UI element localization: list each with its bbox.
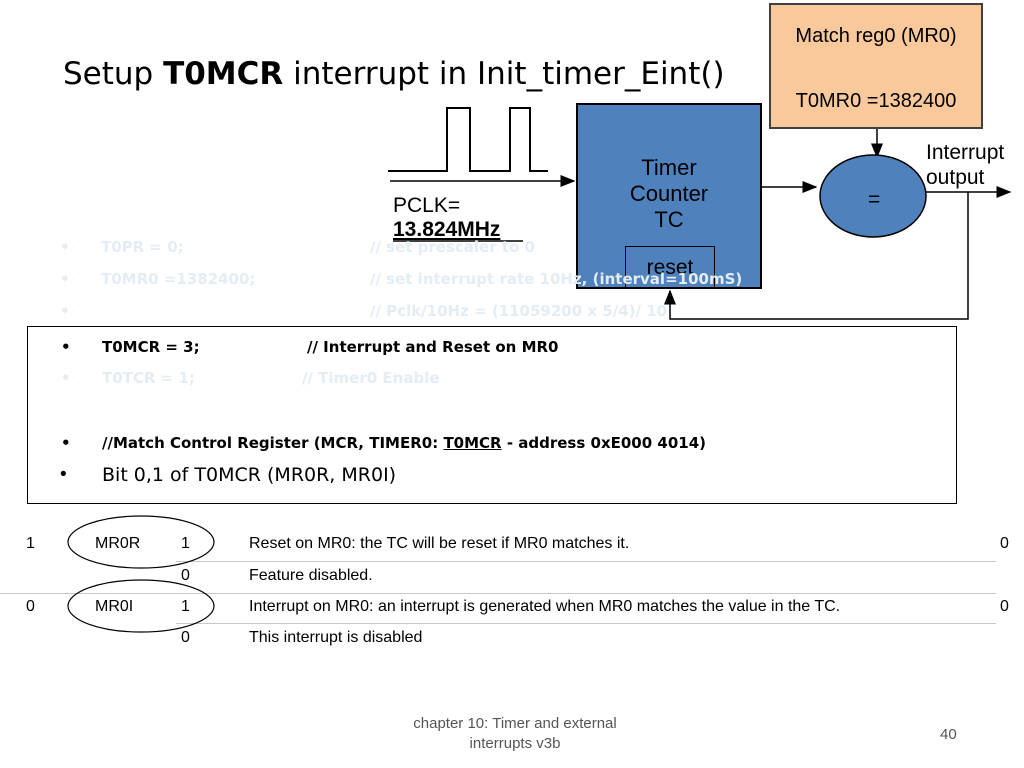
faded-line-1: • [60,238,70,256]
table-row-4-value: 0 [181,629,190,646]
table-row-3-value: 1 [181,598,190,615]
faded-line-1-code: T0PR = 0; [101,238,184,256]
code-bullet-2: • [61,369,71,387]
title-bold: T0MCR [163,56,284,92]
code-line-2-code: T0TCR = 1; [102,369,195,387]
table-row-1-symbol: MR0R [95,535,141,552]
pclk-frequency: 13.824MHz [393,218,501,241]
faded-line-2-code: T0MR0 =1382400; [101,270,256,288]
interrupt-label-line2: output [926,166,985,189]
pclk-label-text: PCLK= [393,194,461,217]
timer-counter-label: Timer Counter TC [578,155,760,233]
slide-title: Setup T0MCR interrupt in Init_timer_Eint… [63,56,725,92]
table-row-2-description: Feature disabled. [249,567,373,584]
table-row-3-bit: 0 [26,598,35,615]
slide-footer: chapter 10: Timer and external interrupt… [380,714,650,754]
table-row-3-reset: 0 [1000,598,1009,615]
mcr-description-prefix: //Match Control Register (MCR, TIMER0: [102,434,444,452]
code-line-1-comment: // Interrupt and Reset on MR0 [307,338,559,356]
timer-counter-box: Timer Counter TC reset [576,103,762,289]
faded-line-3-comment: // Pclk/10Hz = (11059200 x 5/4)/ 10 [370,302,668,320]
comparator-symbol: = [868,188,881,211]
table-row-2-value: 0 [181,567,190,584]
faded-line-3: • [60,302,70,320]
faded-line-1-comment: // set prescaler to 0 [370,238,535,256]
interrupt-label-line1: Interrupt [926,141,1005,164]
timer-label-line3: TC [654,207,684,232]
code-line-2-comment: // Timer0 Enable [302,369,440,387]
footer-line1: chapter 10: Timer and external [413,715,617,732]
match-register-value: T0MR0 =1382400 [795,90,957,112]
code-bullet-1: • [61,338,71,356]
table-row-3-symbol: MR0I [95,598,134,615]
pclk-label: PCLK= 13.824MHz [393,194,500,242]
comparator-ellipse [819,154,927,238]
code-line-4: Bit 0,1 of T0MCR (MR0R, MR0I) [102,464,397,486]
mr0r-highlight-circle [67,515,215,569]
table-row-3-description: Interrupt on MR0: an interrupt is genera… [249,598,841,615]
reset-input-box: reset [625,246,715,288]
page-number: 40 [940,726,957,743]
code-box: • T0MCR = 3; // Interrupt and Reset on M… [27,326,957,504]
mcr-description-suffix: - address 0xE000 4014) [501,434,707,452]
title-suffix: interrupt in Init_timer_Eint() [283,56,725,92]
faded-line-2: • [60,270,70,288]
table-row-1-description: Reset on MR0: the TC will be reset if MR… [249,535,630,552]
mcr-register-name: T0MCR [443,434,502,452]
timer-label-line2: Counter [629,181,709,206]
match-register-box: Match reg0 (MR0) T0MR0 =1382400 [769,3,983,129]
table-row-1-bit: 1 [26,535,35,552]
code-line-3: //Match Control Register (MCR, TIMER0: T… [102,434,706,452]
code-line-1-code: T0MCR = 3; [102,338,200,356]
table-row-4-description: This interrupt is disabled [249,629,423,646]
table-row-1-value: 1 [181,535,190,552]
reset-feedback-line [664,192,969,320]
match-register-title: Match reg0 (MR0) [795,25,957,47]
code-bullet-3: • [61,434,71,452]
footer-line2: interrupts v3b [469,735,561,752]
faded-line-2-comment: // set interrupt rate 10Hz, (interval=10… [370,270,743,288]
interrupt-output-label: Interrupt output [926,140,1004,190]
clock-waveform [388,107,548,172]
code-bullet-4: • [60,464,67,485]
title-prefix: Setup [63,56,164,92]
table-row-1-reset: 0 [1000,535,1009,552]
timer-label-line1: Timer [641,155,697,180]
mr0i-highlight-circle [67,579,215,633]
